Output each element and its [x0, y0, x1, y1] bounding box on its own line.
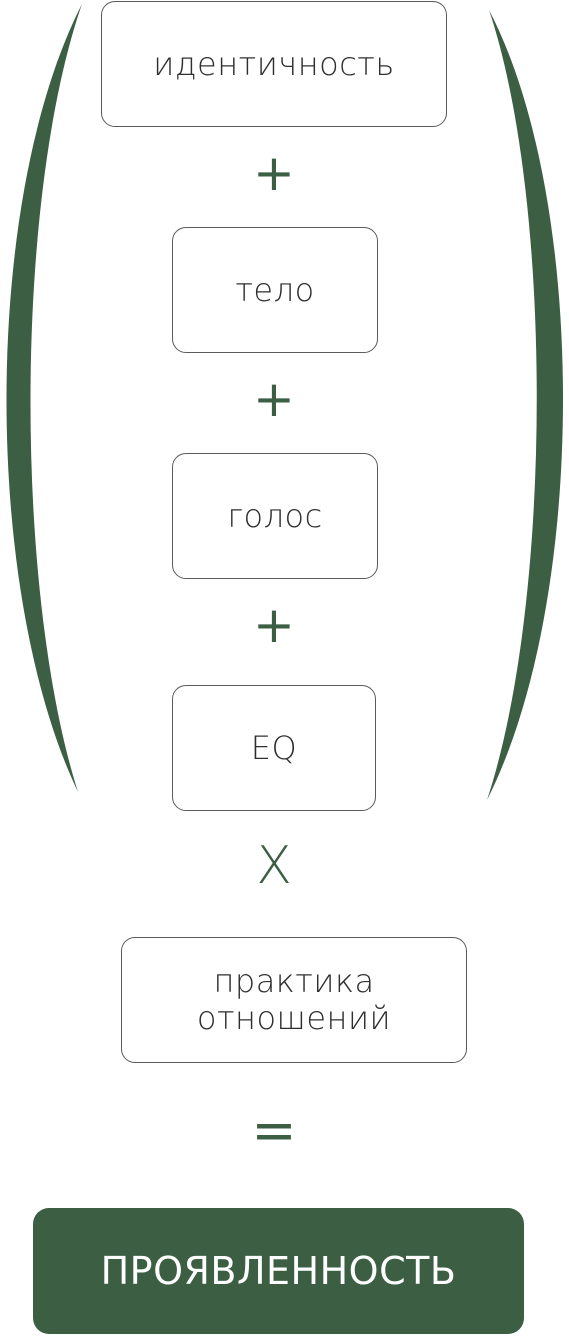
equals-sign: =: [251, 1099, 297, 1162]
term-label: идентичность: [153, 44, 395, 83]
term-label: EQ: [250, 728, 298, 767]
plus-sign: +: [253, 596, 295, 654]
term-box-body: тело: [172, 227, 378, 353]
term-box-voice: голос: [172, 453, 378, 579]
result-box: ПРОЯВЛЕННОСТЬ: [33, 1208, 524, 1334]
term-label: голос: [227, 496, 323, 535]
multiplier-line-2: отношений: [196, 999, 392, 1037]
multiplier-box: практика отношений: [121, 937, 467, 1063]
term-label: тело: [235, 270, 315, 309]
term-box-identity: идентичность: [101, 1, 447, 127]
multiply-sign: X: [256, 836, 292, 896]
enclosing-parentheses: [6, 4, 564, 800]
term-box-eq: EQ: [172, 685, 376, 811]
plus-sign: +: [253, 370, 295, 428]
result-label: ПРОЯВЛЕННОСТЬ: [100, 1249, 457, 1293]
right-parenthesis: [487, 10, 564, 800]
multiplier-line-1: практика: [213, 962, 375, 1001]
plus-sign: +: [253, 144, 295, 202]
left-parenthesis: [6, 4, 82, 792]
